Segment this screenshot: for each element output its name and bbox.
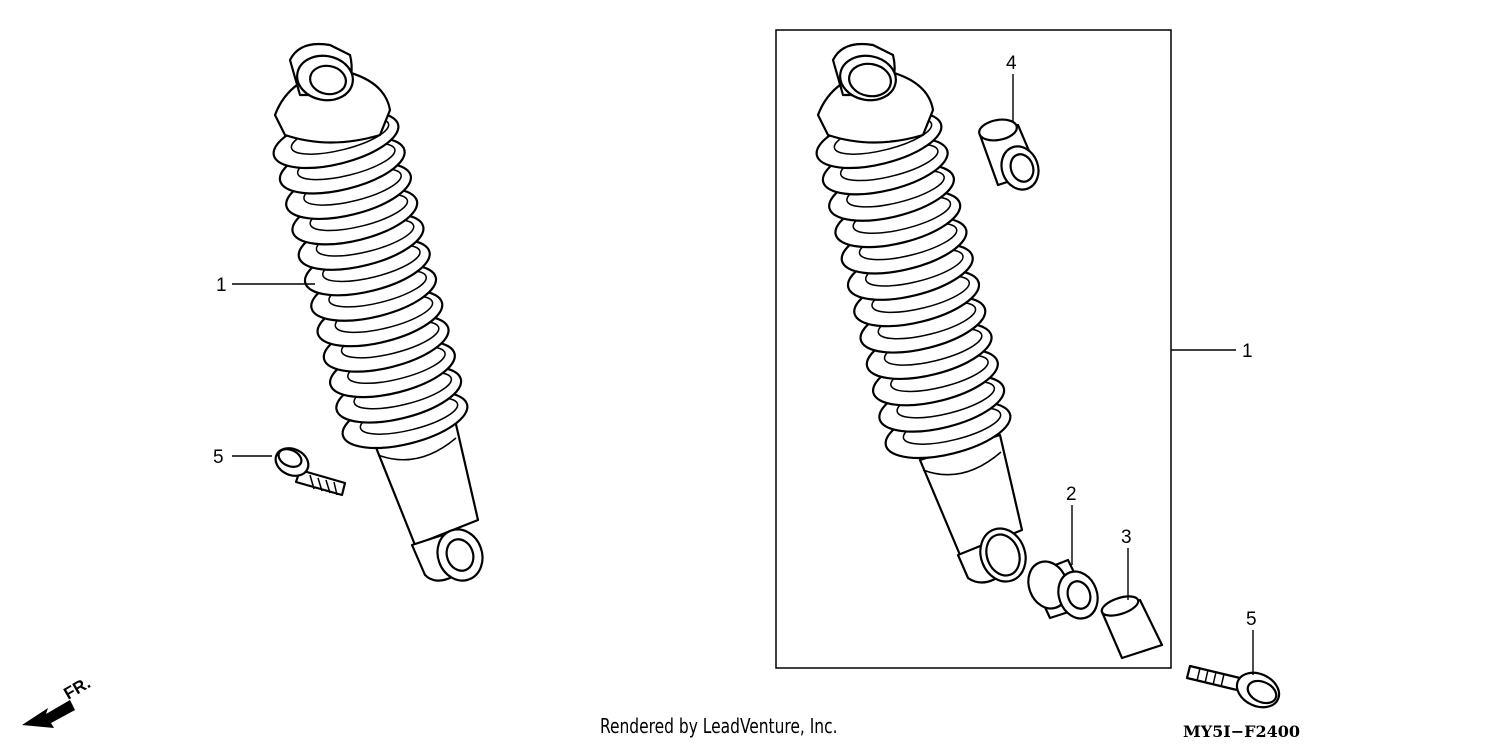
callout-right-bolt: 5 <box>1246 609 1257 630</box>
right-bolt[interactable] <box>1185 664 1285 714</box>
front-direction-arrow-icon: FR. <box>22 673 94 728</box>
render-credit: Rendered by LeadVenture, Inc. <box>600 714 838 738</box>
callout-right-assembly: 1 <box>1242 341 1253 362</box>
assembly-boundary-box <box>775 29 1172 669</box>
diagram-code: MY5I−F2400 <box>1183 722 1301 741</box>
callout-upper-bushing: 4 <box>1006 53 1017 74</box>
front-arrow-label: FR. <box>61 673 94 703</box>
upper-bushing[interactable] <box>978 117 1045 195</box>
lower-bushing[interactable] <box>1022 556 1104 624</box>
left-shock-absorber[interactable] <box>268 42 489 587</box>
callout-collar: 3 <box>1121 527 1132 548</box>
callout-lower-bushing: 2 <box>1066 484 1077 505</box>
callout-left-bolt: 5 <box>213 447 224 468</box>
callout-left-shock: 1 <box>216 275 227 296</box>
right-shock-absorber[interactable] <box>811 42 1033 588</box>
left-bolt[interactable] <box>271 443 347 497</box>
collar[interactable] <box>1099 593 1164 660</box>
